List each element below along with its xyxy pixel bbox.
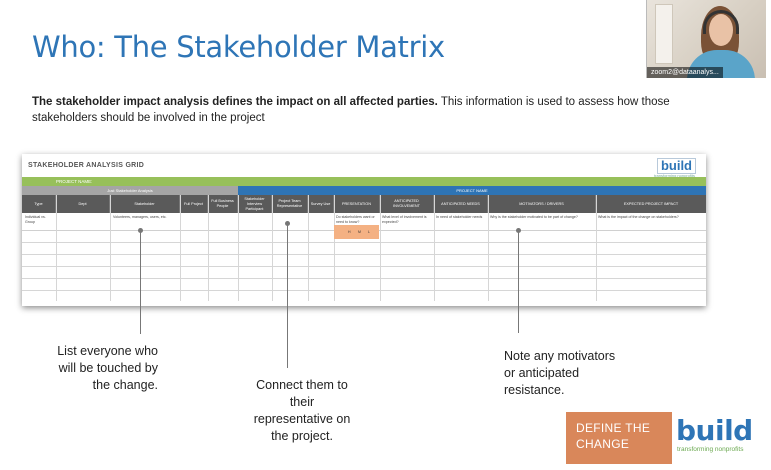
connector-line [140,230,141,334]
webcam-thumbnail[interactable]: zoom2@dataanalys... [646,0,766,78]
grid-header-cell: Stakeholder Interview Participant [238,195,272,213]
grid-section-bands: Just Stakeholder Analysis PROJECT NAME [22,186,706,195]
example-stakeholder: Volunteers, managers, users, etc. [113,215,167,219]
grid-grey-band: Just Stakeholder Analysis [22,186,238,195]
highlight-value: H [348,230,351,234]
grid-header-cell: Full Business People [208,195,238,213]
grid-column-divider [596,195,597,301]
grid-header-cell: MOTIVATORS / DRIVERS [488,195,596,213]
grid-column-divider [110,195,111,301]
grid-header-cell: Full Project [180,195,208,213]
headset-icon [703,10,739,34]
callout-line: Connect them to [256,378,348,392]
callout-line: the project. [271,429,333,443]
callout-line: Note any motivators [504,349,616,363]
grid-header-cell: Project Team Representative [272,195,308,213]
example-motivators: Why is the stakeholder motivated to be p… [490,215,578,219]
define-the-change-badge: DEFINE THE CHANGE [566,412,672,464]
define-line: CHANGE [576,437,630,451]
example-impact: What is the impact of the change on stak… [598,215,679,219]
highlight-value: L [368,230,370,234]
build-logo-tagline: transforming nonprofits [677,446,744,453]
callout-line: resistance. [504,383,565,397]
grid-column-divider [308,195,309,301]
grid-header-row: Type Dept Stakeholder Full Project Full … [22,195,706,213]
grid-project-band: PROJECT NAME: [22,177,706,186]
intro-paragraph: The stakeholder impact analysis defines … [32,94,672,126]
callout-line: representative on [253,412,351,426]
callout-line: will be touched by [58,361,158,375]
example-type: Individual vs. Group [25,215,46,224]
grid-column-divider [334,195,335,301]
grid-empty-rows [22,231,706,301]
callout-line: or anticipated [504,366,580,380]
grid-column-divider [238,195,239,301]
connector-line [518,230,519,333]
example-presentation: Do stakeholders want or need to know? [336,215,375,224]
grid-header-cell: Survey Use [308,195,334,213]
callout-list-everyone: List everyone who will be touched by the… [30,343,158,394]
grid-column-divider [272,195,273,301]
define-line: DEFINE THE [576,421,651,435]
callout-connect-representative: Connect them to their representative on … [240,377,364,445]
grid-column-divider [180,195,181,301]
webcam-background-door [655,4,673,64]
example-needs: In need of stakeholder needs [436,215,483,219]
callout-line: their [289,395,315,409]
example-involvement: What level of involvement is expected? [382,215,427,224]
webcam-participant-label: zoom2@dataanalys... [647,67,723,78]
grid-column-divider [208,195,209,301]
grid-header-cell: PRESENTATION [334,195,380,213]
callout-motivators: Note any motivators or anticipated resis… [504,348,664,399]
grid-header-cell: ANTICIPATED NEEDS [434,195,488,213]
grid-column-divider [56,195,57,301]
grid-logo: build [656,158,696,174]
callout-line: List everyone who [57,344,158,358]
grid-column-divider [380,195,381,301]
intro-rest-text: This information is used to assess how t… [32,96,670,124]
grid-header-cell: Type [22,195,56,213]
grid-header-cell: Stakeholder [110,195,180,213]
grid-blue-band: PROJECT NAME [238,186,706,195]
grid-header-cell: EXPECTED PROJECT IMPACT [623,201,679,206]
grid-column-divider [434,195,435,301]
stakeholder-grid-image: STAKEHOLDER ANALYSIS GRID build transfor… [22,154,706,306]
grid-header-cell: ANTICIPATED INVOLVEMENT [380,195,434,213]
grid-presentation-highlight: H M L [334,225,379,239]
highlight-value: M [358,230,361,234]
grid-header-cell: Dept [56,195,110,213]
grid-logo-tagline: transforming nonprofits [654,173,695,178]
grid-title: STAKEHOLDER ANALYSIS GRID [28,162,145,169]
build-logo: build [676,414,753,447]
callout-line: the change. [92,378,158,392]
slide-title: Who: The Stakeholder Matrix [32,30,445,64]
grid-column-divider [488,195,489,301]
connector-line [287,223,288,368]
intro-bold-text: The stakeholder impact analysis defines … [32,96,438,108]
